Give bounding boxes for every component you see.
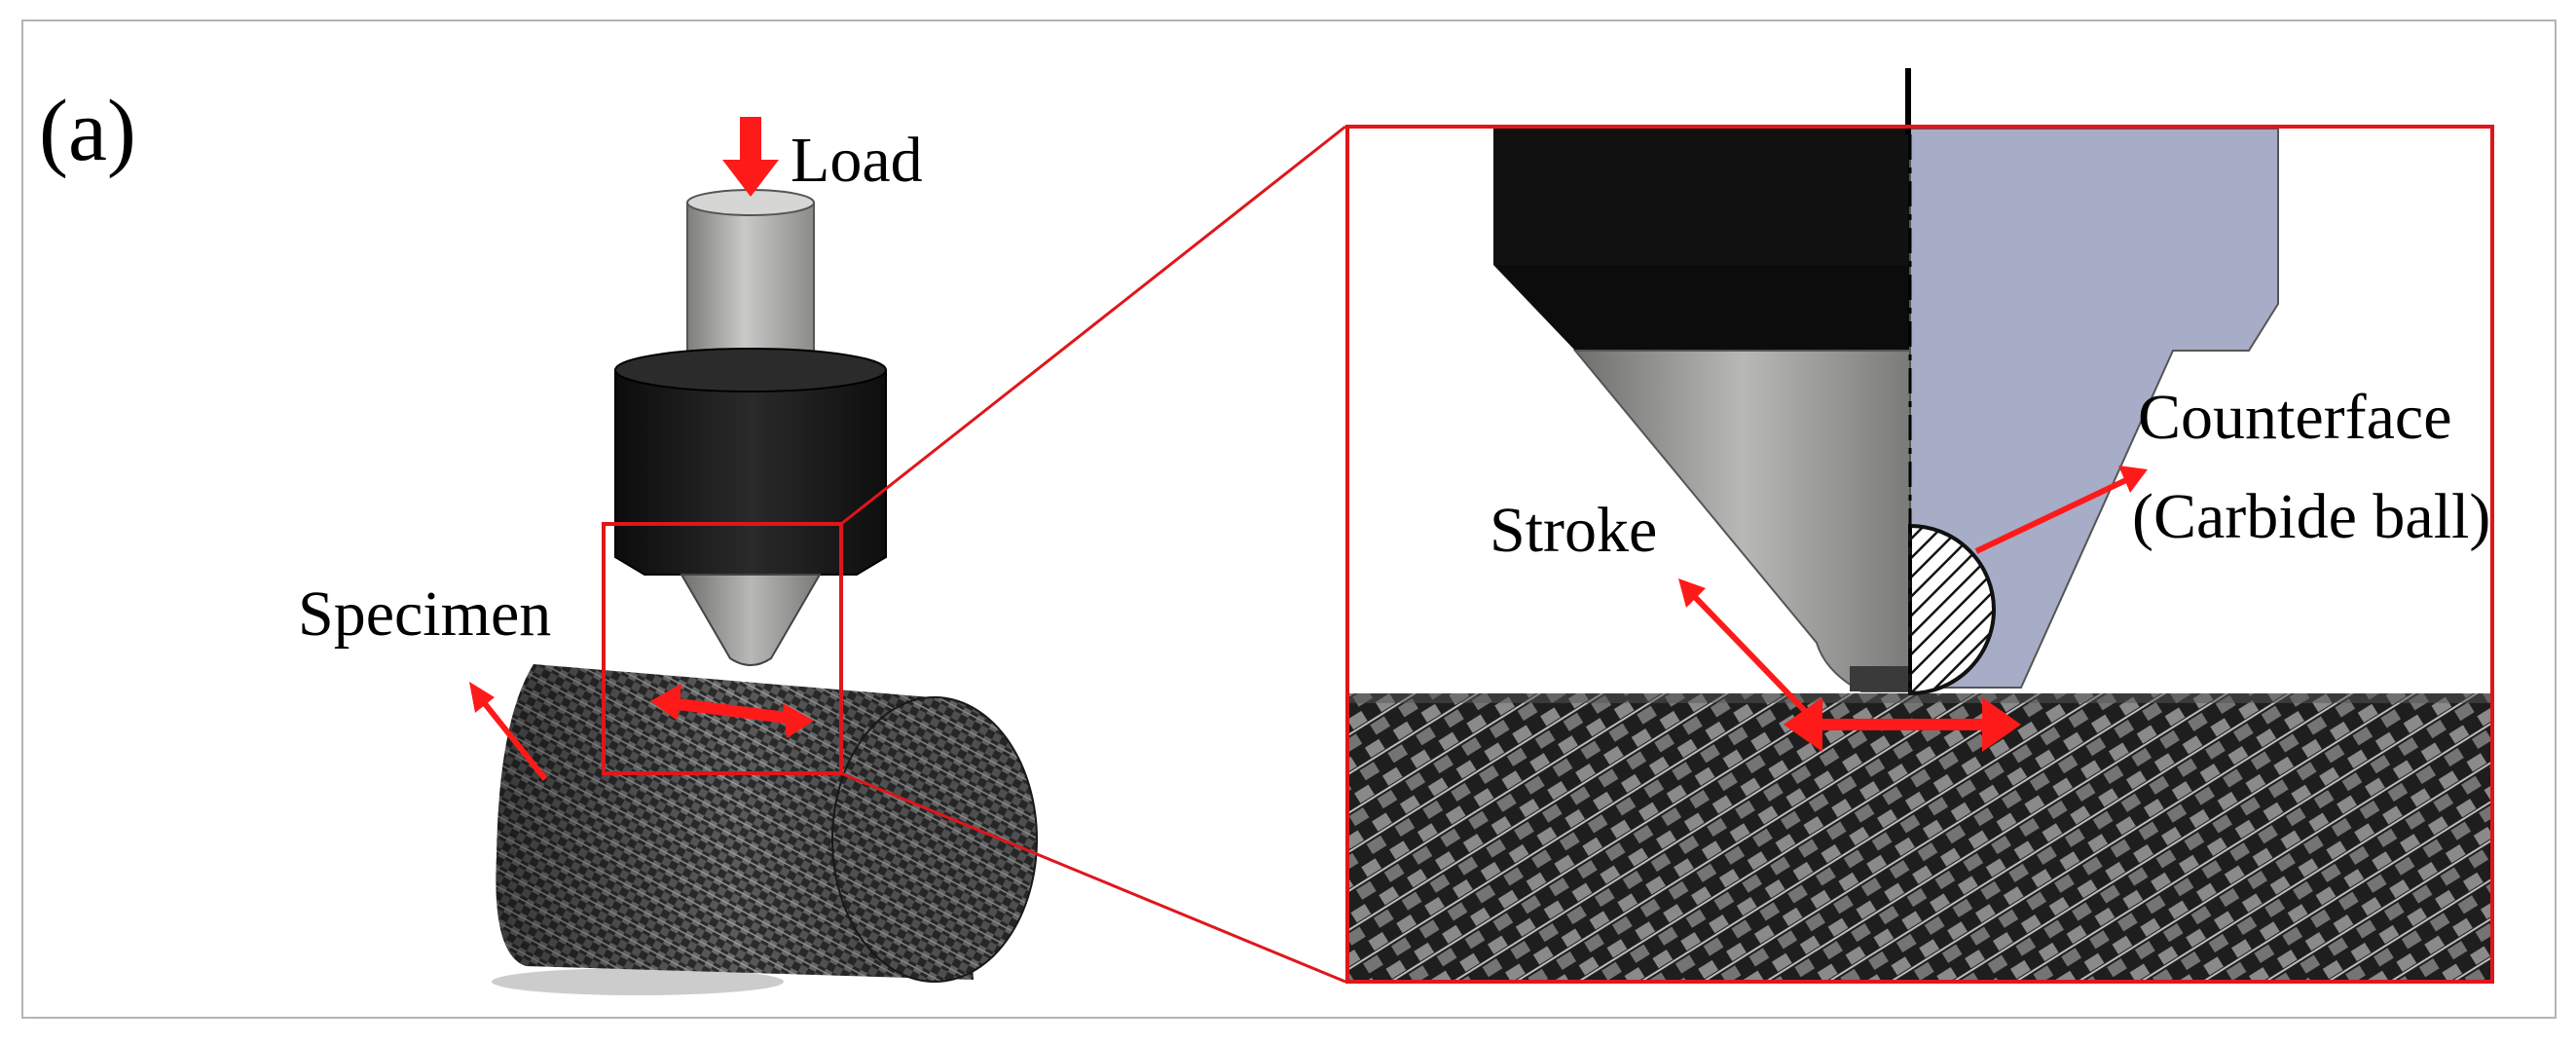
load-label: Load — [791, 125, 923, 196]
zoomed-cross-section — [1345, 68, 2494, 984]
zoom-connector-lines — [840, 125, 1346, 984]
zoom-detail-box — [1345, 125, 2494, 984]
counterface-label: Counterface — [2138, 382, 2452, 453]
specimen-pointer-arrow — [469, 682, 548, 781]
cone-tip — [680, 574, 822, 666]
zoomed-cone — [1572, 350, 1911, 692]
load-arrow-icon — [722, 117, 779, 197]
specimen-label: Specimen — [298, 578, 552, 650]
zoomed-stroke-double-arrow-icon — [1784, 697, 2021, 752]
zoomed-holder-dark — [1493, 129, 1910, 351]
counterface-detail-label: (Carbide ball) — [2132, 481, 2491, 552]
center-axis-line — [1905, 68, 1912, 693]
stroke-pointer-arrow — [1678, 578, 1808, 714]
load-pin — [686, 189, 815, 377]
stroke-label: Stroke — [1490, 495, 1658, 566]
hatched-ball-icon — [1908, 523, 1996, 696]
zoomed-specimen-surface — [1349, 693, 2490, 980]
stroke-double-arrow-icon — [650, 684, 814, 738]
counterface-pointer-arrow — [1974, 466, 2148, 554]
tribometer-3d-model — [469, 117, 1038, 995]
specimen-cylinder — [492, 664, 1038, 995]
panel-label: (a) — [39, 83, 136, 179]
zoom-source-box — [602, 522, 843, 775]
ball-holder — [614, 348, 887, 576]
